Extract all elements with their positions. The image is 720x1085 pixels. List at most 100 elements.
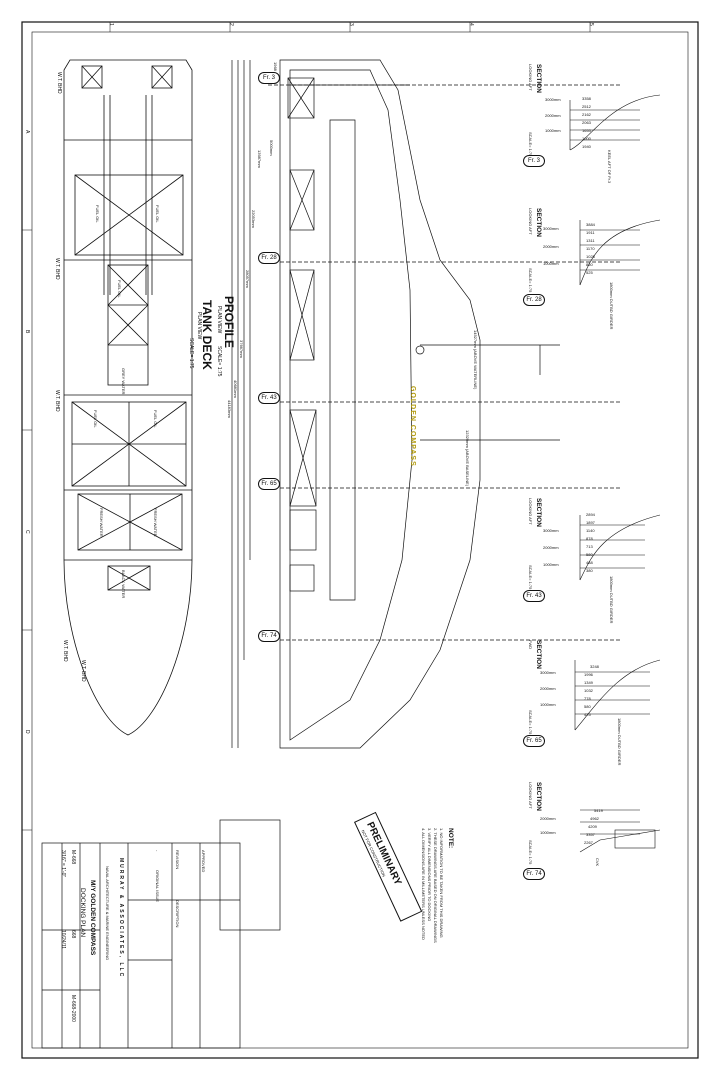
section-scale: SCALE= 1:75 xyxy=(528,710,533,735)
value: 5419 xyxy=(594,808,603,813)
dim-3: 13987mm xyxy=(257,150,262,168)
section-scale: SCALE= 1:75 xyxy=(528,840,533,865)
grid-row-b: B xyxy=(24,330,30,334)
profile-view xyxy=(231,59,620,749)
firm-sub: NAVAL ARCHITECTURE & MARINE ENGINEERING xyxy=(105,866,110,961)
tank-deck-subtitle: PLAN VIEW xyxy=(196,312,202,340)
dim-5: 28057mm xyxy=(245,270,250,288)
dim-4: 22053mm xyxy=(251,210,256,228)
level-2000: 2000mm xyxy=(540,686,556,691)
approved-header: APPROVED xyxy=(201,850,206,873)
value: 488 xyxy=(586,560,593,565)
grid-markers xyxy=(22,22,591,831)
rev-description: ORIGINAL ISSUE xyxy=(155,870,160,903)
grid-row-c: C xyxy=(24,530,30,534)
section-frame: Fr. 65 xyxy=(523,735,545,747)
section-note: KEEL AFT OF Fr.3 xyxy=(607,150,612,184)
level-3000: 3000mm xyxy=(545,97,561,102)
section-frame: Fr. 28 xyxy=(523,294,545,306)
tank-label-7: FRESH WATER xyxy=(153,508,158,537)
section-frame: Fr. 3 xyxy=(523,155,545,167)
value: 850 xyxy=(586,262,593,267)
grid-col-2: 2 xyxy=(228,23,234,26)
value: 2512 xyxy=(582,104,591,109)
profile-scale: SCALE= 1:75 xyxy=(216,346,222,377)
value: 1940 xyxy=(582,144,591,149)
level-1000: 1000mm xyxy=(540,830,556,835)
tank-label-6: FRESH WATER xyxy=(99,508,104,537)
level-2000: 2000mm xyxy=(540,816,556,821)
bhd-label-1: W.T. BHD xyxy=(56,72,62,94)
bhd-label-5: W.T. BHD xyxy=(80,660,86,682)
value: 425 xyxy=(584,712,591,717)
bhd-label-3: W.T. BHD xyxy=(54,390,60,412)
value: 1140 xyxy=(586,528,595,533)
value: 2162 xyxy=(582,112,591,117)
note-line: 4. ALL DIMENSIONS ARE IN MILLIMETERS UNL… xyxy=(421,828,426,940)
dim-8: 44183mm xyxy=(227,400,232,418)
dim-1: 1968 xyxy=(273,62,278,71)
section-note: 1800mm OUTBD GIRDER xyxy=(609,282,614,330)
frame-marker-65: Fr. 65 xyxy=(258,478,280,490)
date: 10/24/11 xyxy=(60,930,66,950)
value: 3884 xyxy=(586,222,595,227)
grid-col-5: 5 xyxy=(588,23,594,26)
level-1000: 1000mm xyxy=(545,128,561,133)
note-line: 3. VERIFY ALL DIMENSIONS PRIOR TO DOCKIN… xyxy=(427,828,432,922)
grid-col-1: 1 xyxy=(108,23,114,26)
tank-label-3: FUEL OIL xyxy=(117,280,122,298)
value: 1170 xyxy=(586,246,595,251)
value: 1653 xyxy=(582,128,591,133)
revision-header: REVISION xyxy=(175,850,180,870)
tank-label-4: FUEL OIL xyxy=(93,410,98,428)
value: 1996 xyxy=(584,672,593,677)
frame-marker-28: Fr. 28 xyxy=(258,252,280,264)
value: 1911 xyxy=(586,230,595,235)
value: 3248 xyxy=(590,664,599,669)
section-note: CVK xyxy=(595,858,600,867)
section-frame: Fr. 74 xyxy=(523,868,545,880)
dim-7: 40681mm xyxy=(233,380,238,398)
section-sub: FWD xyxy=(528,640,533,650)
level-1000: 1000mm xyxy=(543,261,559,266)
grid-row-a: A xyxy=(24,130,30,134)
tank-label-9: BLACK WATER xyxy=(121,570,126,599)
drawing-name: DOCKING PLAN xyxy=(79,888,86,938)
value: 1025 xyxy=(586,254,595,259)
level-1000: 1000mm xyxy=(540,702,556,707)
value: 1349 xyxy=(584,680,593,685)
mast-label-2: 12329mm (ABOVE BASELINE) xyxy=(465,430,470,487)
value: 2063 xyxy=(582,120,591,125)
drawing-number: M-668-2000 xyxy=(70,995,76,1022)
job-number: M-668 xyxy=(70,850,76,865)
section-note: 1800mm OUTBD GIRDER xyxy=(617,718,622,766)
value: 2267 xyxy=(584,840,593,845)
grid-row-d: D xyxy=(24,730,30,734)
level-2000: 2000mm xyxy=(545,113,561,118)
value: 778 xyxy=(584,696,591,701)
note-line: 2. THESE DRAWINGS ARE BASED ON ORIGINAL … xyxy=(433,828,438,943)
section-scale: SCALE= 1:75 xyxy=(528,565,533,590)
tank-deck-plan xyxy=(63,59,193,736)
section-heading: SECTION xyxy=(535,782,542,811)
notes-title: NOTE: xyxy=(447,828,454,849)
note-line: 1. NO INFORMATION TO BE TAKEN FROM THIS … xyxy=(439,828,444,938)
value: 2894 xyxy=(586,512,595,517)
level-2000: 2000mm xyxy=(543,545,559,550)
value: 580 xyxy=(586,552,593,557)
scale-value: 3/16" = 1'-0" xyxy=(60,850,66,878)
value: 1897 xyxy=(586,520,595,525)
bhd-label-4: W.T. BHD xyxy=(62,640,68,662)
value: 380 xyxy=(586,568,593,573)
dim-2: 5000mm xyxy=(269,140,274,156)
section-scale: SCALE= 1:75 xyxy=(528,268,533,293)
section-heading: SECTION xyxy=(535,640,542,669)
section-sub: LOOKING AFT xyxy=(528,208,533,235)
value: 4962 xyxy=(590,816,599,821)
value: 580 xyxy=(584,704,591,709)
section-sub: LOOKING AFT xyxy=(528,782,533,809)
mast-label-1: 14527mm (ABOVE WATERLINE) xyxy=(473,330,478,390)
value: 878 xyxy=(586,536,593,541)
section-heading: SECTION xyxy=(535,64,542,93)
